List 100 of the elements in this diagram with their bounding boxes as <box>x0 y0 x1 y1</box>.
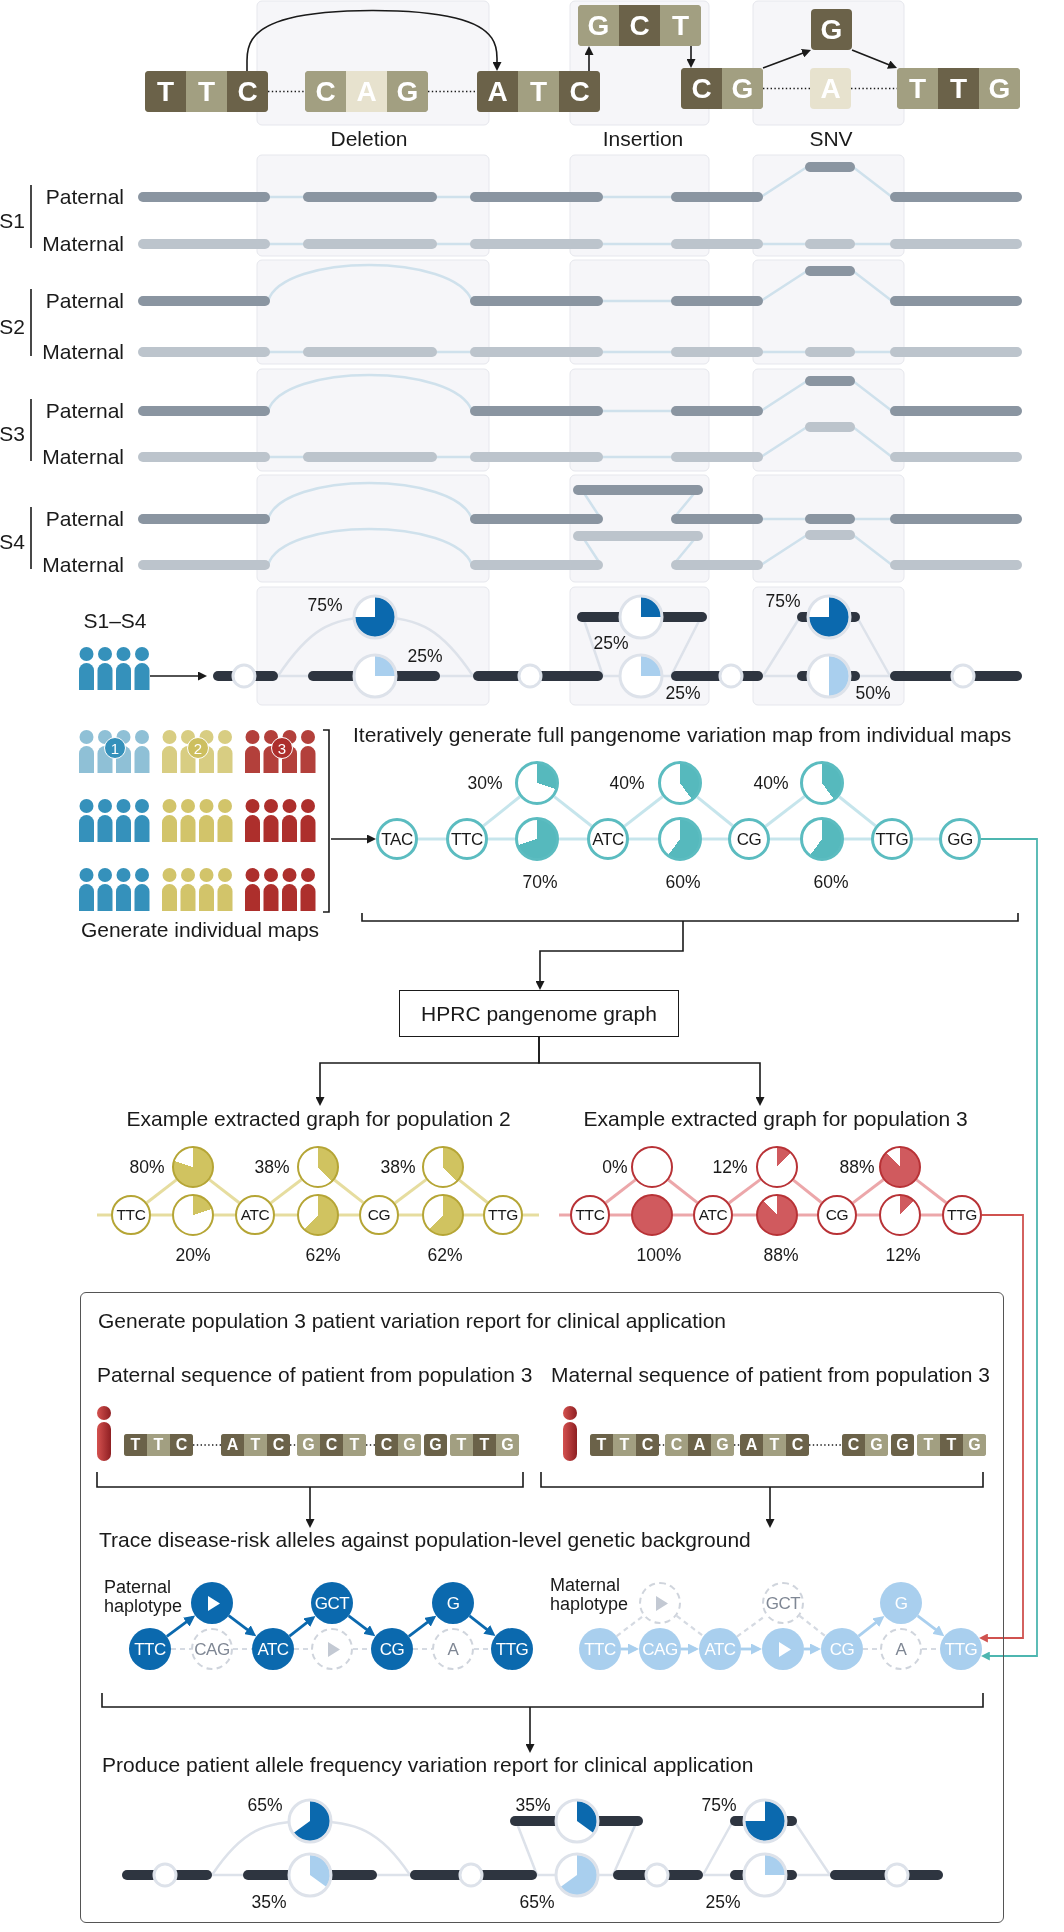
base-tile: T <box>145 71 186 112</box>
base-tile: C <box>681 68 722 109</box>
haplotype-label: Paternal <box>45 184 124 210</box>
sequence-block <box>917 1434 986 1456</box>
connector-line <box>913 837 939 841</box>
percent-label: 38% <box>254 1156 290 1178</box>
connector-line <box>604 1178 637 1204</box>
haplotype-node: CG <box>821 1628 863 1670</box>
step-heading: Produce patient allele frequency variation report for clinical application <box>102 1753 756 1777</box>
haplotype-node: G <box>432 1582 474 1624</box>
report-panel <box>80 1292 1004 1923</box>
pie-chart <box>879 1194 921 1236</box>
graph-node: ATC <box>693 1195 733 1235</box>
arrow <box>246 9 502 72</box>
variant-label: Deletion <box>330 126 408 152</box>
sample-label: S1 <box>0 208 25 233</box>
connector-line <box>458 1178 489 1204</box>
haplotype-label: Maternal haplotype <box>550 1576 630 1614</box>
dashed-line <box>294 1647 311 1651</box>
haplotype-label: Maternal <box>42 552 124 578</box>
sequence-block <box>665 1434 734 1456</box>
haplotype-node: CAG <box>191 1628 233 1670</box>
sequence-block <box>578 5 701 46</box>
pie-chart <box>515 817 559 861</box>
haplotype-node: CG <box>371 1628 413 1670</box>
connector-line <box>339 1213 359 1217</box>
arrow <box>347 1614 376 1637</box>
haplotype-node: TTG <box>491 1628 533 1670</box>
connector-line <box>702 837 728 841</box>
sequence-block <box>221 1434 290 1456</box>
connector-line <box>844 837 871 841</box>
connector-line <box>418 837 446 841</box>
panel-title: Generate population 3 patient variation report for clinical application <box>98 1309 727 1334</box>
haplotype-node: ATC <box>699 1628 741 1670</box>
arrow <box>621 1643 639 1655</box>
connector-line <box>208 1178 241 1204</box>
haplotype-node: TTC <box>129 1628 171 1670</box>
graph-node: CG <box>817 1195 857 1235</box>
percent-label: 62% <box>427 1244 463 1266</box>
sequence-block <box>297 1434 366 1456</box>
connector-line <box>553 795 593 828</box>
graph-node: TTC <box>446 818 488 860</box>
percent-label: 70% <box>522 871 558 893</box>
process-box: HPRC pangenome graph <box>399 990 679 1037</box>
variant-label: SNV <box>809 126 853 152</box>
pie-chart <box>297 1194 339 1236</box>
percent-label: 100% <box>636 1244 682 1266</box>
arrow <box>468 1614 496 1637</box>
base-tile: C <box>320 1434 343 1456</box>
section-heading: Iteratively generate full pangenome variation map from individual maps <box>353 722 1012 748</box>
connector-line <box>792 1178 823 1204</box>
haplotype-label: Maternal <box>42 444 124 470</box>
arrow <box>305 1486 315 1528</box>
pie-chart <box>172 1146 214 1188</box>
haplotype-label: Paternal <box>45 506 124 532</box>
haplotype-label: Maternal <box>42 339 124 365</box>
pie-chart <box>879 1146 921 1188</box>
connector-line <box>673 1213 693 1217</box>
haplotype-node: A <box>432 1628 474 1670</box>
base-tile: T <box>473 1434 496 1456</box>
caption-text: Generate individual maps <box>80 917 320 943</box>
base-tile: C <box>559 71 600 112</box>
sequence-block <box>842 1434 888 1456</box>
sequence-block <box>681 68 763 109</box>
percent-label: 62% <box>305 1244 341 1266</box>
sequence-block <box>305 71 428 112</box>
connector-line <box>145 1178 178 1204</box>
haplotype-node: GCT <box>762 1582 804 1624</box>
connector-line <box>394 1178 428 1205</box>
base-tile: C <box>636 1434 659 1456</box>
haplotype-node: TTC <box>579 1628 621 1670</box>
base-tile: G <box>424 1434 447 1456</box>
connector-line <box>915 1178 948 1204</box>
connector-line <box>838 795 877 828</box>
arrow <box>916 1614 945 1637</box>
arrow <box>584 46 594 72</box>
pie-chart <box>756 1194 798 1236</box>
connector-line <box>151 1213 172 1217</box>
graph-node: TTG <box>871 818 913 860</box>
graph-node: TTC <box>570 1195 610 1235</box>
base-tile: T <box>940 1434 963 1456</box>
pie-chart <box>297 1146 339 1188</box>
haplotype-node <box>762 1628 804 1670</box>
graph-node: CG <box>728 818 770 860</box>
connector-line <box>623 795 664 828</box>
dashed-line <box>863 1647 880 1651</box>
haplotype-node: GCT <box>311 1582 353 1624</box>
graph-node: TTG <box>483 1195 523 1235</box>
section-heading: Paternal sequence of patient from population 3 <box>97 1363 533 1388</box>
step-heading: Example extracted graph for population 2 <box>126 1106 514 1131</box>
graph-node: GG <box>939 818 981 860</box>
connector-line <box>482 795 521 828</box>
arrow <box>762 48 811 69</box>
section-heading: Maternal sequence of patient from population 3 <box>551 1363 990 1388</box>
pie-chart <box>658 817 702 861</box>
percent-label: 12% <box>712 1156 748 1178</box>
arrow <box>538 1036 765 1106</box>
sequence-block <box>590 1434 659 1456</box>
dashed-line <box>798 1615 827 1637</box>
graph-node: ATC <box>587 818 629 860</box>
